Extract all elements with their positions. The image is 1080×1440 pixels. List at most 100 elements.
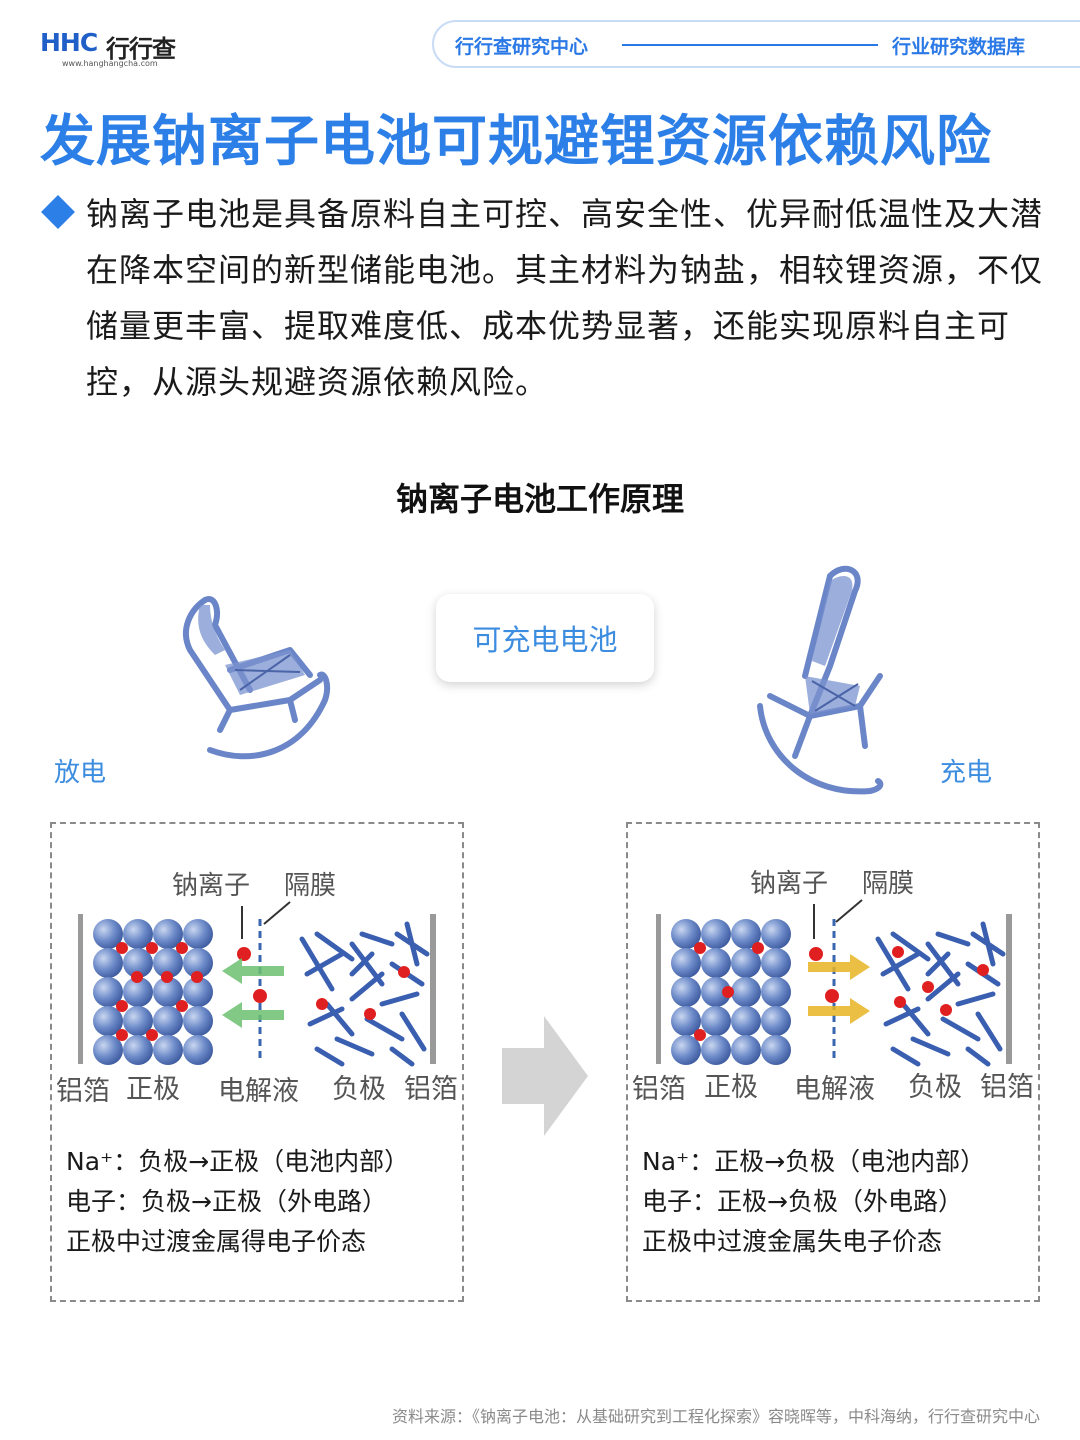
electrode-sphere bbox=[183, 977, 213, 1007]
sodium-ion-dot bbox=[116, 1000, 128, 1012]
electrode-sphere bbox=[671, 948, 701, 978]
electrode-sphere bbox=[93, 977, 123, 1007]
source-citation: 资料来源：《钠离子电池：从基础研究到工程化探索》容晓晖等，中科海纳，行行查研究中… bbox=[391, 1407, 1040, 1426]
header-pill bbox=[432, 20, 1080, 68]
sodium-ion-dot bbox=[191, 971, 203, 983]
discharge-note-ion: Na⁺：负极→正极（电池内部） bbox=[66, 1147, 410, 1176]
sodium-ion-dot bbox=[722, 986, 734, 998]
ion-flow-right-arrow-icon bbox=[808, 998, 870, 1024]
electrode-sphere bbox=[761, 919, 791, 949]
electrode-sphere bbox=[123, 1035, 153, 1065]
aluminum-foil-right bbox=[430, 914, 436, 1064]
header-divider bbox=[622, 44, 878, 46]
electrode-sphere bbox=[123, 919, 153, 949]
label-al-foil-left: 铝箔 bbox=[56, 1076, 110, 1107]
electrode-sphere bbox=[183, 1006, 213, 1036]
sodium-ion-dot bbox=[176, 942, 188, 954]
logo-url: www.hanghangcha.com bbox=[62, 59, 158, 68]
positive-electrode-spheres bbox=[671, 919, 791, 1065]
electrode-sphere bbox=[671, 1006, 701, 1036]
electrode-sphere bbox=[183, 1035, 213, 1065]
ion-flow-right-arrow-icon bbox=[808, 954, 870, 980]
electrode-sphere bbox=[123, 948, 153, 978]
sodium-ion-dot bbox=[316, 998, 328, 1010]
brand-logo: HHC 行行查 www.hanghangcha.com bbox=[40, 28, 190, 74]
electrode-sphere bbox=[153, 948, 183, 978]
electrode-sphere bbox=[153, 1006, 183, 1036]
sodium-ion-dot bbox=[694, 942, 706, 954]
electrode-sphere bbox=[701, 1006, 731, 1036]
discharge-schematic: 钠离子 隔膜 铝箔 正极 电解液 负极 铝箔 bbox=[56, 871, 458, 1107]
sodium-ion-dot bbox=[176, 1000, 188, 1012]
electrode-sphere bbox=[701, 919, 731, 949]
electrode-sphere bbox=[671, 1035, 701, 1065]
charge-panel: 钠离子 隔膜 铝箔 正极 电解液 负极 铝箔 Na⁺：正极→负极（ bbox=[626, 822, 1040, 1302]
moving-sodium-ion bbox=[237, 947, 251, 961]
electrode-sphere bbox=[183, 948, 213, 978]
electrode-sphere bbox=[701, 1035, 731, 1065]
charge-note-electron: 电子：正极→负极（外电路） bbox=[642, 1187, 963, 1216]
rechargeable-battery-card: 可充电电池 bbox=[436, 594, 654, 682]
charge-note-ion: Na⁺：正极→负极（电池内部） bbox=[642, 1147, 986, 1176]
sodium-ion-dot bbox=[116, 942, 128, 954]
electrode-sphere bbox=[761, 977, 791, 1007]
aluminum-foil-right bbox=[1006, 914, 1012, 1064]
negative-electrode-carbon bbox=[875, 921, 1006, 1067]
label-separator: 隔膜 bbox=[284, 871, 336, 901]
electrode-sphere bbox=[153, 1035, 183, 1065]
sodium-ion-dot bbox=[364, 1008, 376, 1020]
separator-pointer-line bbox=[263, 901, 291, 925]
electrode-sphere bbox=[731, 948, 761, 978]
moving-sodium-ion bbox=[253, 989, 267, 1003]
separator-pointer-line bbox=[835, 899, 863, 923]
electrode-sphere bbox=[93, 919, 123, 949]
electrode-sphere bbox=[93, 948, 123, 978]
charge-schematic: 钠离子 隔膜 铝箔 正极 电解液 负极 铝箔 bbox=[632, 869, 1034, 1105]
sodium-ion-dot bbox=[398, 966, 410, 978]
charge-note-valence: 正极中过渡金属失电子价态 bbox=[642, 1227, 943, 1256]
label-electrolyte: 电解液 bbox=[794, 1074, 875, 1105]
sodium-ion-dot bbox=[977, 964, 989, 976]
label-electrolyte: 电解液 bbox=[218, 1076, 299, 1107]
label-al-foil-left: 铝箔 bbox=[632, 1074, 686, 1105]
electrode-sphere bbox=[153, 919, 183, 949]
discharge-rocking-chair-icon bbox=[183, 596, 331, 760]
electrode-sphere bbox=[761, 948, 791, 978]
moving-sodium-ion bbox=[809, 947, 823, 961]
label-sodium-ion: 钠离子 bbox=[750, 869, 828, 899]
label-negative: 负极 bbox=[332, 1074, 386, 1105]
aluminum-foil-left bbox=[656, 914, 661, 1064]
label-al-foil-right: 铝箔 bbox=[980, 1072, 1034, 1103]
diagram-title: 钠离子电池工作原理 bbox=[395, 480, 684, 518]
electrode-sphere bbox=[731, 919, 761, 949]
charge-rocking-chair-icon bbox=[757, 565, 884, 795]
electrode-sphere bbox=[93, 1035, 123, 1065]
right-arrow-icon bbox=[502, 1016, 588, 1136]
electrode-sphere bbox=[93, 1006, 123, 1036]
electrode-sphere bbox=[123, 1006, 153, 1036]
electrode-sphere bbox=[731, 1035, 761, 1065]
electrode-sphere bbox=[761, 1035, 791, 1065]
electrode-sphere bbox=[123, 977, 153, 1007]
electrode-sphere bbox=[183, 919, 213, 949]
electrode-sphere bbox=[153, 977, 183, 1007]
sodium-ion-dot bbox=[146, 1029, 158, 1041]
sodium-ion-dot bbox=[116, 1029, 128, 1041]
label-negative: 负极 bbox=[908, 1072, 962, 1103]
electrode-sphere bbox=[731, 977, 761, 1007]
header-research-center: 行行查研究中心 bbox=[455, 36, 589, 58]
sodium-ion-dot bbox=[940, 1004, 952, 1016]
electrode-sphere bbox=[761, 1006, 791, 1036]
page-title: 发展钠离子电池可规避锂资源依赖风险 bbox=[40, 109, 993, 173]
ion-flow-left-arrow-icon bbox=[222, 958, 284, 984]
discharge-panel: 钠离子 隔膜 铝箔 正极 电解液 负极 铝箔 bbox=[50, 822, 464, 1302]
label-positive: 正极 bbox=[126, 1074, 180, 1105]
discharge-note-electron: 电子：负极→正极（外电路） bbox=[66, 1187, 387, 1216]
sodium-ion-dot bbox=[752, 942, 764, 954]
electrode-sphere bbox=[671, 977, 701, 1007]
intro-paragraph: 钠离子电池是具备原料自主可控、高安全性、优异耐低温性及大潜在降本空间的新型储能电… bbox=[86, 195, 1044, 401]
aluminum-foil-left bbox=[78, 914, 83, 1064]
electrode-sphere bbox=[671, 919, 701, 949]
sodium-ion-dot bbox=[694, 1029, 706, 1041]
electrode-sphere bbox=[731, 1006, 761, 1036]
